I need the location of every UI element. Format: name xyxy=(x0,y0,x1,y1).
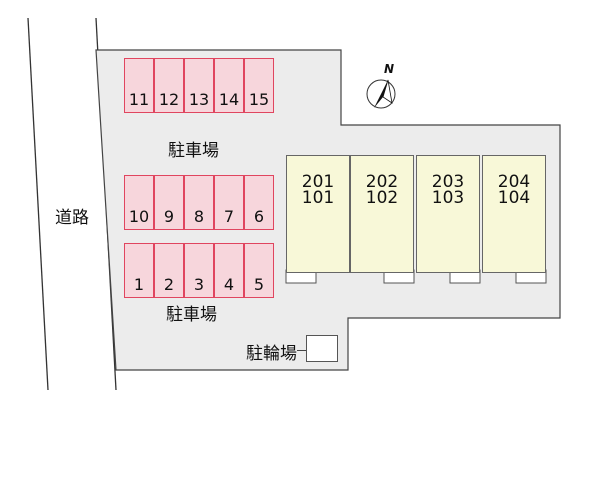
parking-stall: 15 xyxy=(244,58,274,113)
parking-stall: 4 xyxy=(214,243,244,298)
unit-204-104: 204 104 xyxy=(482,155,546,273)
parking-stall: 14 xyxy=(214,58,244,113)
parking-stall: 1 xyxy=(124,243,154,298)
parking-stall: 7 xyxy=(214,175,244,230)
parking-stall-number: 7 xyxy=(223,207,235,226)
parking-stall: 13 xyxy=(184,58,214,113)
parking-stall: 3 xyxy=(184,243,214,298)
unit-202-102: 202 102 xyxy=(350,155,414,273)
parking-stall-number: 4 xyxy=(223,275,235,294)
unit-label: 201 101 xyxy=(287,172,349,208)
parking-stall-number: 12 xyxy=(158,90,180,109)
unit-201-101: 201 101 xyxy=(286,155,350,273)
parking-stall: 9 xyxy=(154,175,184,230)
parking-stall-number: 13 xyxy=(188,90,210,109)
parking-stall-number: 10 xyxy=(128,207,150,226)
unit-label: 204 104 xyxy=(483,172,545,208)
parking-bottom-label: 駐車場 xyxy=(166,305,217,325)
parking-stall: 6 xyxy=(244,175,274,230)
unit-lower-number: 101 xyxy=(301,188,335,208)
road-edge-left xyxy=(27,17,49,391)
parking-stall: 5 xyxy=(244,243,274,298)
north-arrow-icon xyxy=(366,79,396,109)
parking-stall: 2 xyxy=(154,243,184,298)
parking-stall: 11 xyxy=(124,58,154,113)
road-label: 道路 xyxy=(55,208,89,228)
parking-stall-number: 3 xyxy=(193,275,205,294)
parking-stall-number: 6 xyxy=(253,207,265,226)
parking-stall-number: 14 xyxy=(218,90,240,109)
unit-label: 202 102 xyxy=(351,172,413,208)
parking-stall: 12 xyxy=(154,58,184,113)
unit-lower-number: 103 xyxy=(431,188,465,208)
parking-stall: 10 xyxy=(124,175,154,230)
unit-upper-number: 202 xyxy=(365,172,399,192)
unit-upper-number: 204 xyxy=(497,172,531,192)
unit-lower-number: 104 xyxy=(497,188,531,208)
parking-stall-number: 8 xyxy=(193,207,205,226)
bicycle-parking-label: 駐輪場 xyxy=(246,344,297,364)
parking-stall: 8 xyxy=(184,175,214,230)
parking-stall-number: 2 xyxy=(163,275,175,294)
unit-upper-number: 203 xyxy=(431,172,465,192)
bicycle-leader-line xyxy=(297,350,307,351)
balconies xyxy=(285,269,547,284)
bicycle-parking-area xyxy=(306,335,338,362)
unit-upper-number: 201 xyxy=(301,172,335,192)
parking-top-label: 駐車場 xyxy=(168,141,219,161)
north-label: N xyxy=(384,62,395,76)
parking-stall-number: 11 xyxy=(128,90,150,109)
parking-stall-number: 15 xyxy=(248,90,270,109)
parking-stall-number: 5 xyxy=(253,275,265,294)
parking-stall-number: 1 xyxy=(133,275,145,294)
unit-lower-number: 102 xyxy=(365,188,399,208)
unit-203-103: 203 103 xyxy=(416,155,480,273)
parking-stall-number: 9 xyxy=(163,207,175,226)
unit-label: 203 103 xyxy=(417,172,479,208)
